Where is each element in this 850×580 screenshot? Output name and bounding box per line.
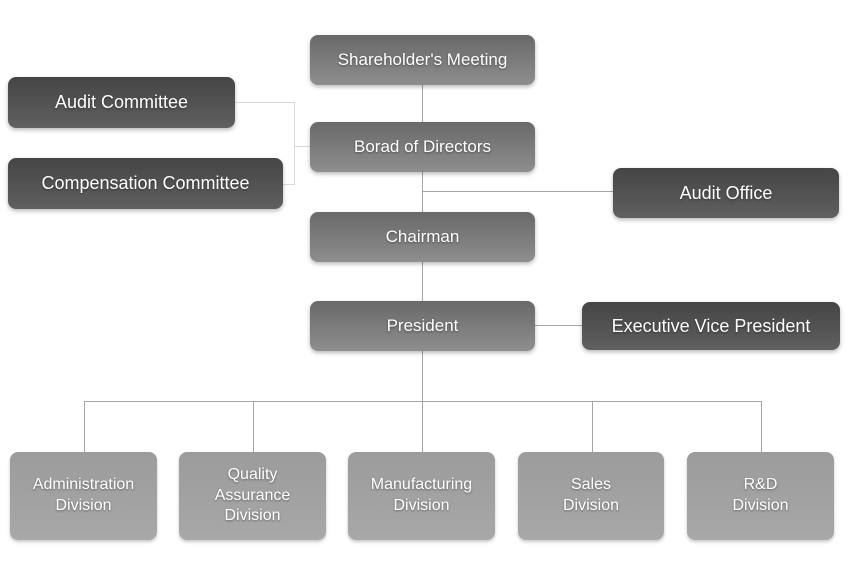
org-node-president: President (310, 301, 535, 351)
connector-president-down (422, 351, 423, 401)
connector-president-evp (535, 325, 582, 326)
connector-drop-rnd (761, 401, 762, 452)
connector-drop-sales (592, 401, 593, 452)
org-node-chairman: Chairman (310, 212, 535, 262)
connector-audit-committee (235, 102, 294, 103)
org-node-audit-office: Audit Office (613, 168, 839, 218)
org-node-board-of-directors: Borad of Directors (310, 122, 535, 172)
connector-board-chairman (422, 172, 423, 212)
org-node-quality-assurance-division: Quality Assurance Division (179, 452, 326, 540)
connector-board-audit-office (422, 191, 613, 192)
org-node-audit-committee: Audit Committee (8, 77, 235, 128)
connector-compensation-committee (283, 184, 294, 185)
connector-chairman-president (422, 262, 423, 301)
connector-drop-manufacturing (422, 401, 423, 452)
org-node-executive-vice-president: Executive Vice President (582, 302, 840, 350)
org-node-compensation-committee: Compensation Committee (8, 158, 283, 209)
org-node-administration-division: Administration Division (10, 452, 157, 540)
org-node-manufacturing-division: Manufacturing Division (348, 452, 495, 540)
connector-drop-administration (84, 401, 85, 452)
org-node-sales-division: Sales Division (518, 452, 664, 540)
connector-drop-quality (253, 401, 254, 452)
connector-committees-board (294, 146, 310, 147)
connector-divisions-bus (84, 401, 762, 402)
connector-committees-vertical (294, 102, 295, 185)
org-node-rnd-division: R&D Division (687, 452, 834, 540)
connector-shareholders-board (422, 85, 423, 122)
org-node-shareholders-meeting: Shareholder's Meeting (310, 35, 535, 85)
